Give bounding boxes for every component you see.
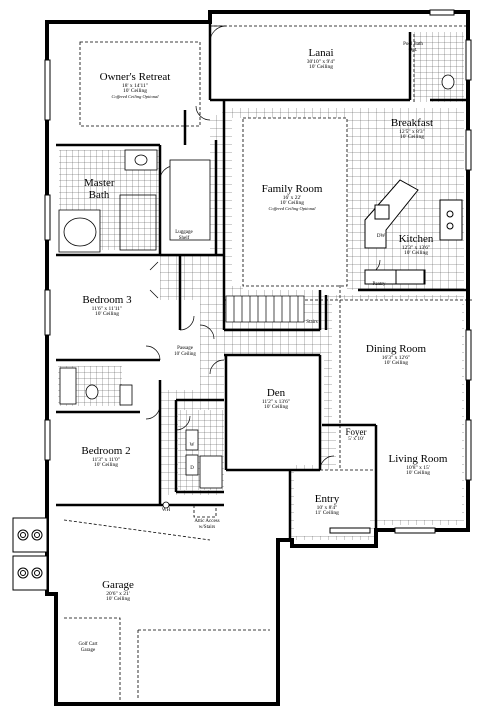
room-lanai: Lanai 30'10" x 9'4" 10' Ceiling bbox=[306, 47, 336, 71]
stairs-label: Stairs bbox=[306, 320, 318, 325]
dining-room-dims: 16'3" x 12'6" bbox=[381, 354, 411, 361]
stairs bbox=[225, 295, 305, 323]
passage-ceiling: 10' Ceiling bbox=[174, 351, 196, 357]
dryer-label: D bbox=[190, 466, 194, 471]
lanai-name: Lanai bbox=[308, 47, 334, 59]
attic-access-label: Attic Access w/Stairs bbox=[194, 519, 219, 530]
garage-name: Garage bbox=[102, 579, 134, 591]
room-family-room: Family Room 16' x 22' 10' Ceiling Coffer… bbox=[261, 183, 323, 212]
living-room-name: Living Room bbox=[388, 453, 448, 465]
room-garage: Garage 20'6" x 21' 10' Ceiling bbox=[102, 579, 134, 603]
pool-bath-name: Pool Bath bbox=[403, 42, 423, 47]
dining-room-name: Dining Room bbox=[365, 343, 427, 355]
living-room-dims: 10'8" x 15' bbox=[406, 464, 430, 471]
den-name: Den bbox=[266, 387, 286, 399]
bedroom2-dims: 11'3" x 11'0" bbox=[91, 456, 121, 463]
owners-retreat-dims: 18' x 14'11" bbox=[121, 82, 149, 89]
attic-stairs-text: w/Stairs bbox=[198, 524, 216, 530]
kitchen-ceiling: 10' Ceiling bbox=[403, 250, 429, 257]
kitchen-counters bbox=[364, 179, 463, 285]
room-golf-cart-garage: Golf Cart Garage bbox=[71, 642, 105, 653]
den-dims: 11'2" x 13'6" bbox=[261, 398, 291, 405]
entry-dims: 10' x 8'4" bbox=[316, 504, 338, 511]
room-foyer: Foyer 5' x 10' bbox=[345, 427, 367, 443]
dishwasher-label: DW bbox=[376, 234, 386, 239]
family-room-name: Family Room bbox=[261, 183, 323, 195]
living-room-ceiling: 10' Ceiling bbox=[405, 470, 431, 477]
owners-retreat-ceiling: 10' Ceiling bbox=[122, 88, 148, 95]
room-dining-room: Dining Room 16'3" x 12'6" 10' Ceiling bbox=[365, 343, 427, 367]
breakfast-ceiling: 10' Ceiling bbox=[399, 134, 425, 141]
bedroom3-name: Bedroom 3 bbox=[82, 294, 132, 306]
entry-name: Entry bbox=[314, 493, 340, 505]
room-living-room: Living Room 10'8" x 15' 10' Ceiling bbox=[388, 453, 448, 477]
interior-walls bbox=[56, 22, 468, 540]
room-owners-retreat: Owner's Retreat 18' x 14'11" 10' Ceiling… bbox=[99, 71, 171, 100]
ac-units bbox=[12, 517, 48, 591]
room-breakfast: Breakfast 12'5" x 8'3" 10' Ceiling bbox=[390, 117, 434, 141]
family-room-ceiling: 10' Ceiling bbox=[279, 200, 305, 207]
room-bedroom3: Bedroom 3 11'6" x 11'11" 10' Ceiling bbox=[82, 294, 132, 318]
family-room-dims: 16' x 22' bbox=[282, 194, 302, 201]
garage-dims: 20'6" x 21' bbox=[106, 590, 130, 597]
garage-ceiling: 10' Ceiling bbox=[105, 596, 131, 603]
room-master-bath: Master Bath bbox=[84, 177, 115, 201]
foyer-dims: 5' x 10' bbox=[348, 436, 364, 443]
bedroom3-dims: 11'6" x 11'11" bbox=[91, 305, 123, 312]
dining-room-ceiling: 10' Ceiling bbox=[383, 360, 409, 367]
kitchen-name: Kitchen bbox=[398, 233, 434, 245]
bedroom2-ceiling: 10' Ceiling bbox=[93, 462, 119, 469]
luggage-shelf-name: Luggage Shelf bbox=[175, 230, 193, 241]
bedroom2-name: Bedroom 2 bbox=[81, 445, 131, 457]
master-bath-name: Master Bath bbox=[84, 177, 115, 201]
foyer-name: Foyer bbox=[345, 427, 367, 437]
room-entry: Entry 10' x 8'4" 11' Ceiling bbox=[314, 493, 340, 517]
golf-cart-name: Golf Cart Garage bbox=[78, 642, 98, 653]
bedroom3-ceiling: 10' Ceiling bbox=[94, 311, 120, 318]
owners-retreat-name: Owner's Retreat bbox=[99, 71, 171, 83]
lanai-dims: 30'10" x 9'4" bbox=[306, 58, 336, 65]
pool-bath-note: Opt. bbox=[408, 47, 418, 53]
breakfast-name: Breakfast bbox=[390, 117, 434, 129]
room-den: Den 11'2" x 13'6" 10' Ceiling bbox=[261, 387, 291, 411]
washer-label: W bbox=[189, 443, 195, 448]
owners-retreat-note: Coffered Ceiling Optional bbox=[111, 94, 159, 100]
room-pool-bath: Pool Bath Opt. bbox=[403, 42, 423, 53]
attic-access-text: Attic Access bbox=[194, 519, 220, 524]
room-luggage-shelf: Luggage Shelf bbox=[173, 230, 195, 241]
water-heater-label: WH bbox=[161, 508, 171, 513]
family-room-note: Coffered Ceiling Optional bbox=[268, 206, 316, 212]
room-kitchen: Kitchen 12'3" x 13'6" 10' Ceiling bbox=[398, 233, 434, 257]
den-ceiling: 10' Ceiling bbox=[263, 404, 289, 411]
passage-name: Passage bbox=[177, 346, 193, 351]
entry-ceiling: 11' Ceiling bbox=[315, 510, 339, 517]
lanai-ceiling: 10' Ceiling bbox=[308, 64, 334, 71]
breakfast-dims: 12'5" x 8'3" bbox=[399, 128, 425, 135]
kitchen-dims: 12'3" x 13'6" bbox=[401, 244, 431, 251]
room-passage: Passage 10' Ceiling bbox=[174, 346, 196, 357]
exterior-walls bbox=[45, 10, 470, 706]
room-bedroom2: Bedroom 2 11'3" x 11'0" 10' Ceiling bbox=[81, 445, 131, 469]
pantry-label: Pantry bbox=[372, 282, 386, 287]
